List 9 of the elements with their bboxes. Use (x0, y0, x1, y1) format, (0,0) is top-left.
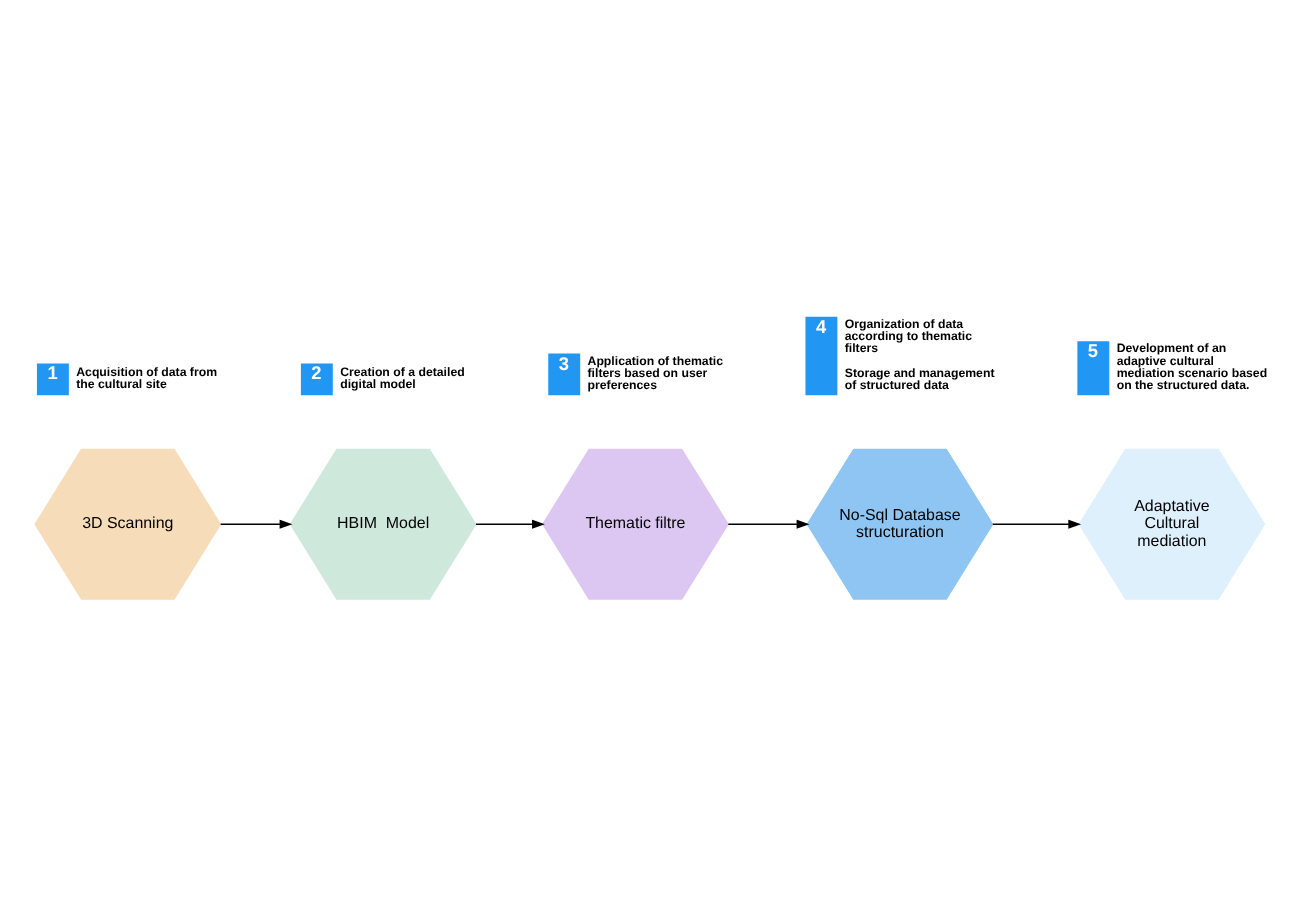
arrow (992, 518, 1082, 528)
node-box: 4 (805, 315, 838, 395)
node-box: 5 (1077, 340, 1110, 395)
node-box: 2 (300, 362, 333, 395)
arrow (219, 518, 293, 528)
arrow (475, 518, 545, 528)
node-box: 1 (36, 362, 69, 395)
arrow (727, 518, 810, 528)
node-box: 3 (548, 352, 581, 395)
